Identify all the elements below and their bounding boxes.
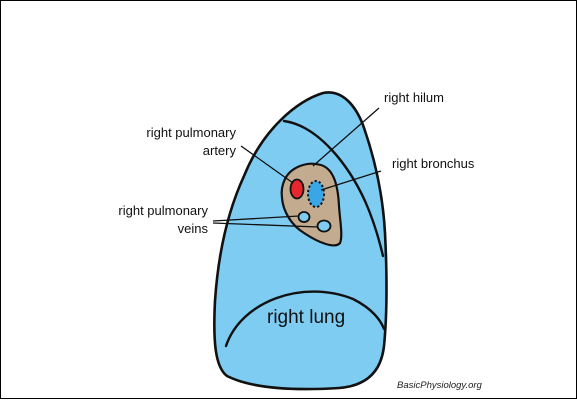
label-right-pulmonary-veins-line2: veins	[178, 221, 209, 236]
pulmonary-vein-lower-shape	[318, 221, 331, 232]
label-right-lung: right lung	[267, 307, 345, 328]
pulmonary-vein-upper-shape	[299, 212, 310, 222]
label-right-pulmonary-artery-line1: right pulmonary	[146, 125, 236, 140]
lung-shape	[214, 92, 386, 389]
credit-text: BasicPhysiology.org	[397, 380, 483, 391]
label-right-hilum: right hilum	[384, 90, 444, 105]
bronchus-shape	[308, 181, 324, 207]
label-right-pulmonary-artery-line2: artery	[203, 143, 237, 158]
label-right-pulmonary-veins-line1: right pulmonary	[118, 203, 208, 218]
label-right-bronchus: right bronchus	[392, 156, 475, 171]
